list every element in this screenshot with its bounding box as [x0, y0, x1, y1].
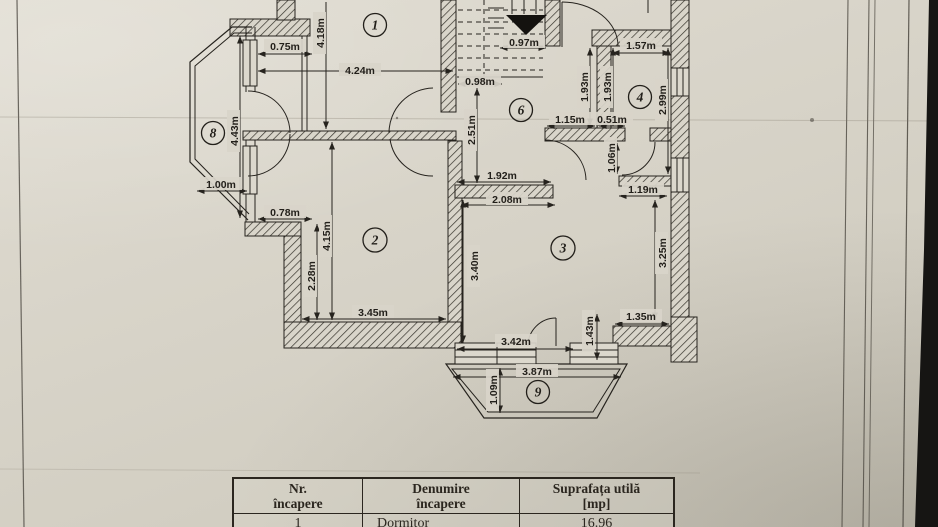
svg-text:9: 9	[535, 385, 542, 400]
dim-1-19m: 1.19m	[628, 184, 658, 196]
dim-0-98m: 0.98m	[465, 76, 495, 88]
dim-3-40m: 3.40m	[469, 251, 481, 281]
dim-4-43m: 4.43m	[229, 116, 241, 146]
door-arc-room4	[621, 141, 656, 176]
balcony-9	[444, 363, 629, 419]
dim-1-93m-a: 1.93m	[579, 72, 591, 102]
bay-window-8	[189, 26, 308, 222]
header-line: Denumire	[412, 481, 470, 496]
dim-3-87m: 3.87m	[522, 366, 552, 378]
svg-text:2: 2	[371, 233, 379, 248]
header-line: încapere	[273, 496, 323, 511]
room-label-9: 9	[525, 379, 551, 405]
room-label-8: 8	[200, 120, 226, 146]
dim-0-51m: 0.51m	[597, 114, 627, 126]
dim-1-09m: 1.09m	[488, 375, 500, 405]
dim-2-08m: 2.08m	[492, 194, 522, 206]
svg-text:1: 1	[372, 18, 379, 33]
room-legend-table: Nr. încapere Denumire încapere Suprafața…	[232, 477, 675, 527]
cell-room-name: Dormitor	[362, 513, 520, 527]
dim-0-97m: 0.97m	[509, 37, 539, 49]
svg-text:6: 6	[518, 103, 525, 118]
door-arc-bay-top	[247, 90, 291, 134]
cell-room-area: 16.96	[519, 513, 675, 527]
room-label-4: 4	[627, 84, 653, 110]
svg-text:4: 4	[636, 90, 644, 105]
header-line: încapere	[416, 496, 466, 511]
header-line: Suprafața utilă	[552, 481, 641, 496]
dim-3-25m: 3.25m	[657, 238, 669, 268]
table-row: 1 Dormitor 16.96	[232, 513, 675, 527]
door-arc-hall-room3	[544, 139, 587, 181]
dim-1-06m: 1.06m	[606, 143, 618, 173]
dim-1-35m: 1.35m	[626, 311, 656, 323]
svg-text:8: 8	[210, 126, 217, 141]
dim-1-00m: 1.00m	[206, 179, 236, 191]
door-arc-room2	[389, 138, 434, 177]
stair-direction-arrow	[506, 15, 547, 35]
dimension-labels: 0.75m 4.18m 4.24m 0.98m 0.97m 1.57m 1.93…	[200, 12, 669, 411]
room-label-3: 3	[550, 235, 576, 261]
dim-1-93m-b: 1.93m	[602, 72, 614, 102]
door-arc-stair-corridor	[561, 1, 619, 47]
dim-0-78m: 0.78m	[270, 207, 300, 219]
room-label-6: 6	[508, 97, 534, 123]
svg-text:3: 3	[559, 241, 567, 256]
dim-1-15m: 1.15m	[555, 114, 585, 126]
table-header-row: Nr. încapere Denumire încapere Suprafața…	[232, 477, 675, 514]
room-label-1: 1	[362, 12, 388, 38]
cell-room-number: 1	[232, 513, 363, 527]
dim-2-28m: 2.28m	[306, 261, 318, 291]
dim-4-18m: 4.18m	[315, 18, 327, 48]
dim-2-99m: 2.99m	[657, 85, 669, 115]
dim-1-43m: 1.43m	[584, 316, 596, 346]
door-arc-bay-bottom	[247, 133, 291, 177]
dim-1-92m: 1.92m	[487, 170, 517, 182]
dim-1-57m: 1.57m	[626, 40, 656, 52]
dim-3-45m: 3.45m	[358, 307, 388, 319]
header-line: Nr.	[289, 481, 307, 496]
header-nr-incapere: Nr. încapere	[232, 477, 363, 514]
photo-smudge	[810, 118, 814, 122]
room-label-2: 2	[362, 227, 388, 253]
dim-4-15m: 4.15m	[321, 221, 333, 251]
dim-2-51m: 2.51m	[466, 115, 478, 145]
right-wall-windows	[670, 67, 690, 193]
header-denumire-incapere: Denumire încapere	[362, 477, 520, 514]
header-line: [mp]	[582, 496, 611, 511]
dim-4-24m: 4.24m	[345, 65, 375, 77]
dim-0-75m: 0.75m	[270, 41, 300, 53]
photo-smudge	[395, 116, 399, 120]
dim-3-42m: 3.42m	[501, 336, 531, 348]
door-arc-room1	[388, 87, 434, 134]
photo-edge	[915, 0, 938, 527]
header-suprafata-utila: Suprafața utilă [mp]	[519, 477, 675, 514]
room-labels: 1 2 3 4 6 8 9	[200, 12, 653, 405]
